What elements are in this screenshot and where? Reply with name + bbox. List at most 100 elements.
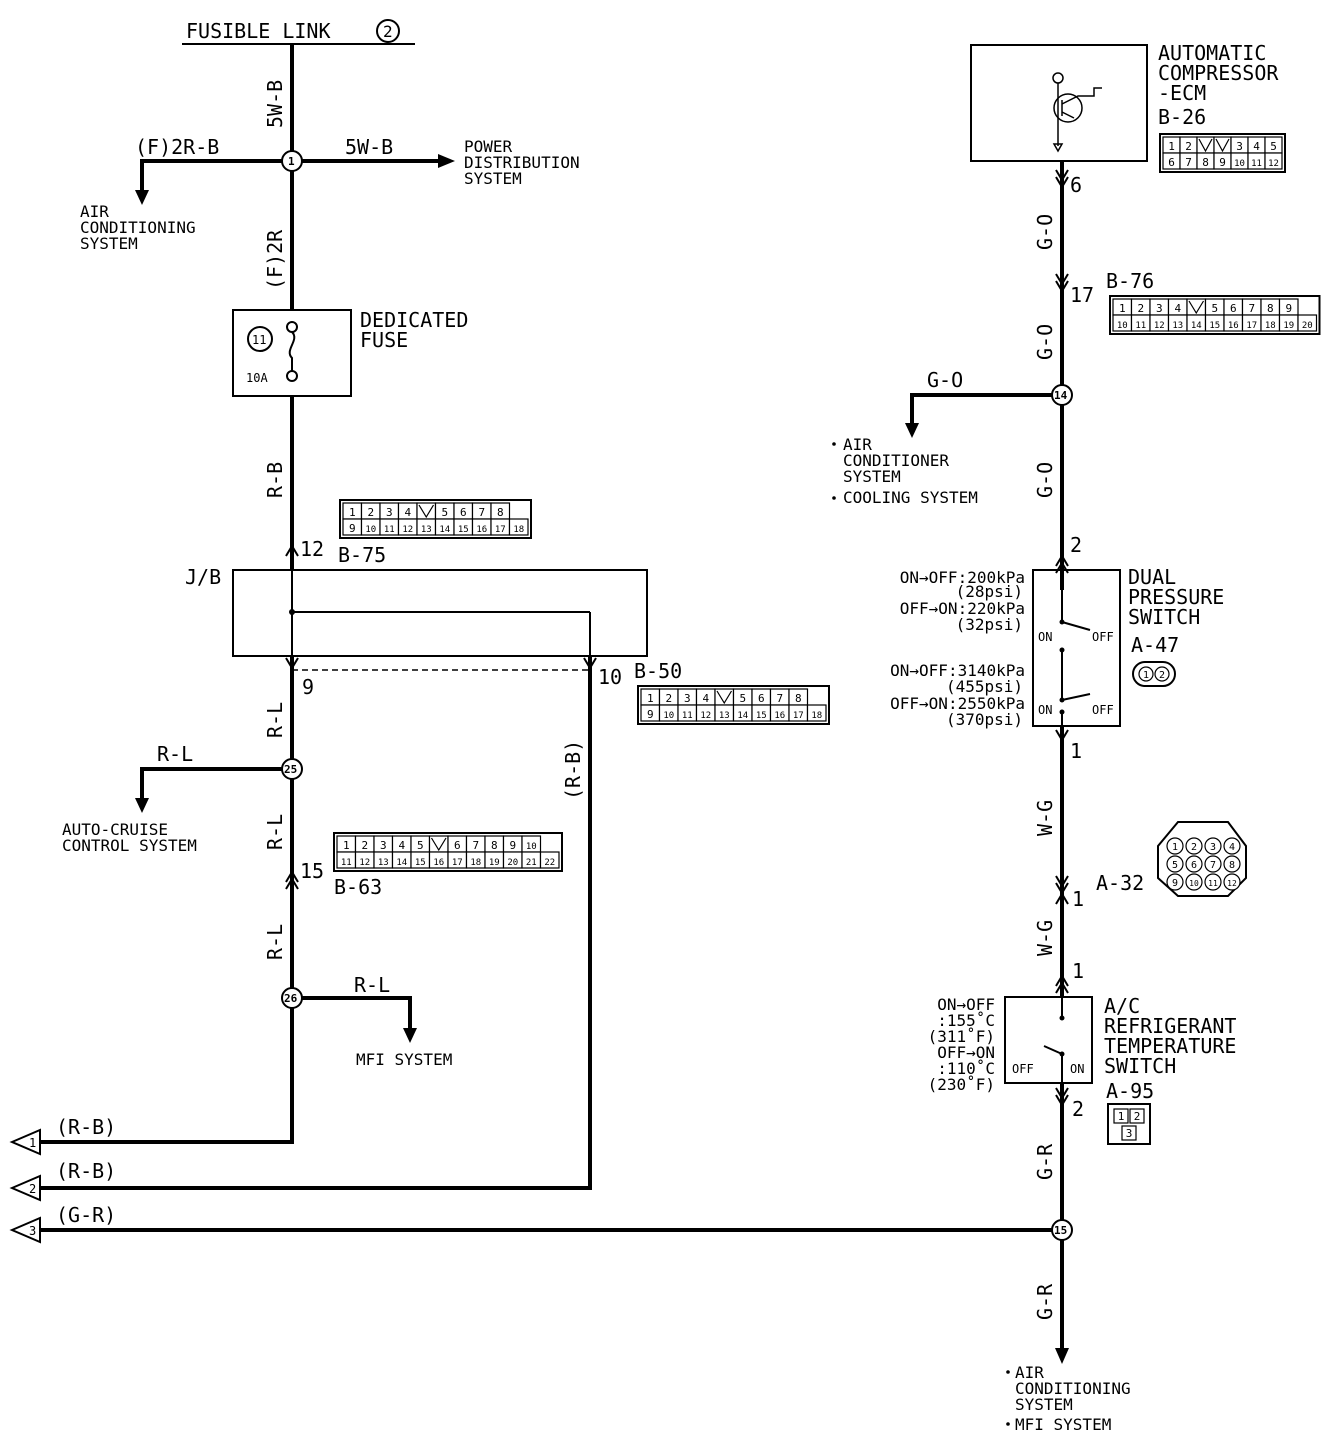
ref-off: OFF — [1012, 1062, 1034, 1076]
bottom-line1: AIR — [1015, 1363, 1044, 1382]
ac-cool-line2: CONDITIONER — [843, 451, 949, 470]
off-page-2-label: (R-B) — [56, 1159, 116, 1183]
ref-line3: TEMPERATURE — [1104, 1034, 1236, 1058]
ac-cool-line1: AIR — [843, 435, 872, 454]
off-page-3-label: (G-R) — [56, 1203, 116, 1227]
connector-pin-number: 12 — [359, 858, 370, 868]
junction-14 — [1051, 384, 1073, 406]
dps-node-3 — [1059, 697, 1065, 703]
dps-spec-2: (28psi) — [956, 582, 1023, 601]
power-dist-line3: SYSTEM — [464, 169, 522, 188]
connector-pin-number: 19 — [489, 858, 500, 868]
connector-pin-number: 5 — [739, 692, 746, 705]
fuse-number: 11 — [252, 333, 266, 347]
pin-12-label: 12 — [300, 537, 324, 561]
connector-pin-number: 6 — [758, 692, 765, 705]
off-page-3-num: 3 — [29, 1224, 36, 1238]
connector-pin-number: 1 — [1172, 842, 1178, 853]
dps-node-2 — [1059, 647, 1065, 653]
connector-pin-number: 20 — [1302, 321, 1313, 331]
connector-pin-number: 18 — [470, 858, 481, 868]
connector-pin-number: 2 — [665, 692, 672, 705]
connector-pin-number: 5 — [1211, 302, 1218, 315]
pin-marker-6a — [1055, 169, 1069, 182]
ref-spec-4: OFF→ON — [937, 1043, 995, 1062]
pin-marker-a32a — [1055, 875, 1069, 888]
connector-pin-number: 10 — [663, 711, 674, 721]
connector-pin-number: 3 — [1156, 302, 1163, 315]
b63-label: B-63 — [334, 875, 382, 899]
ref-spec-1: ON→OFF — [937, 995, 995, 1014]
ref-contact — [1043, 1045, 1063, 1055]
arrow-auto-cruise — [135, 798, 149, 813]
connector-pin-number: 2 — [1134, 1110, 1141, 1123]
connector-pin-number: 10 — [1189, 879, 1199, 888]
pin-marker-ref-a — [1055, 974, 1069, 987]
connector-pin-cell — [1166, 855, 1184, 873]
dps-spec-6: (455psi) — [946, 677, 1023, 696]
wire-label-rl-2: R-L — [263, 814, 287, 850]
off-page-connector-2 — [9, 1174, 41, 1202]
fuse-number-circle — [247, 326, 273, 352]
wire-label-f2r: (F)2R — [263, 229, 287, 290]
junction-1-label: 1 — [288, 155, 295, 168]
pin-1-a32-label: 1 — [1072, 887, 1084, 911]
wire-label-wg-2: W-G — [1033, 920, 1057, 956]
connector-key-mark — [1215, 138, 1230, 153]
connector-pin-number: 14 — [1191, 321, 1202, 331]
dps-off-1: OFF — [1092, 630, 1114, 644]
dps-spec-5: ON→OFF:3140kPa — [890, 661, 1025, 680]
connector-pin-cell — [1297, 314, 1318, 332]
wire-label-go-3: G-O — [1033, 462, 1057, 498]
connector-key-mark — [1198, 138, 1213, 153]
connector-pin-number: 17 — [1246, 321, 1257, 331]
connector-pin-cell — [1138, 666, 1154, 682]
off-page-1-label: (R-B) — [56, 1115, 116, 1139]
connector-pin-number: 2 — [1137, 302, 1144, 315]
ref-node-1 — [1059, 1015, 1065, 1021]
connector-pin-number: 16 — [1228, 321, 1239, 331]
connector-pin-cell — [1113, 1108, 1129, 1124]
connector-pin-cell — [1166, 837, 1184, 855]
refrigerant-switch-box — [1004, 996, 1093, 1084]
connector-pin-number: 8 — [497, 506, 504, 519]
connector-pin-number: 7 — [1248, 302, 1255, 315]
pin-marker-15b — [285, 877, 299, 890]
dps-node-1 — [1059, 619, 1065, 625]
connector-pin-cell — [1166, 873, 1184, 891]
ecm-line3: -ECM — [1158, 81, 1206, 105]
connector-pin-number: 1 — [1119, 302, 1126, 315]
connector-pin-cell — [1129, 1108, 1145, 1124]
connector-pin-number: 2 — [367, 506, 374, 519]
connector-pin-number: 4 — [702, 692, 709, 705]
wire-label-go-2: G-O — [1033, 324, 1057, 360]
wire-label-gr-1: G-R — [1033, 1143, 1057, 1180]
connector-pin-cell — [1223, 837, 1241, 855]
dps-spec-4: (32psi) — [956, 615, 1023, 634]
connector-pin-number: 8 — [491, 839, 498, 852]
connector-pin-number: 1 — [343, 839, 350, 852]
wire-label-gr-2: G-R — [1033, 1283, 1057, 1320]
ecm-line1: AUTOMATIC — [1158, 41, 1266, 65]
connector-pin-number: 6 — [454, 839, 461, 852]
connector-pin-cell — [1223, 855, 1241, 873]
connector-pin-number: 10 — [365, 525, 376, 535]
dps-on-1: ON — [1038, 630, 1052, 644]
connector-pin-number: 12 — [700, 711, 711, 721]
connector-pin-number: 1 — [1168, 140, 1175, 153]
mfi-system-label: MFI SYSTEM — [356, 1050, 452, 1069]
connector-pin-cell — [1185, 855, 1203, 873]
connector-pin-number: 7 — [776, 692, 783, 705]
fuse-element — [288, 331, 296, 372]
connector-pin-number: 7 — [1185, 156, 1192, 169]
fusible-link-label: FUSIBLE LINK — [186, 19, 331, 43]
dual-pressure-switch-box — [1032, 569, 1121, 727]
connector-pin-number: 8 — [795, 692, 802, 705]
ref-spec-5: :110˚C — [937, 1059, 995, 1078]
ref-line4: SWITCH — [1104, 1054, 1176, 1078]
connector-pin-number: 16 — [433, 858, 444, 868]
